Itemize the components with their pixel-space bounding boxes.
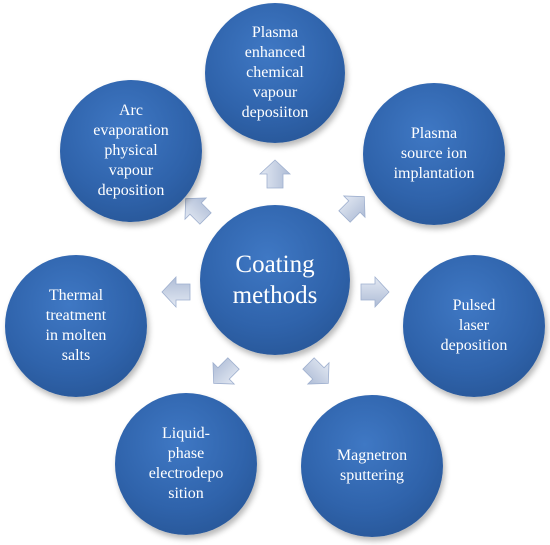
node-magnetron-label: Magnetron sputtering — [336, 447, 408, 484]
node-liquid-label: Liquid- phase electrodepo sition — [148, 425, 224, 502]
node-thermal-label: Thermal treatment in molten salts — [45, 287, 107, 364]
node-psii: Plasma source ion implantation — [363, 83, 505, 225]
center-node: Coating methods — [200, 205, 350, 355]
node-psii-label: Plasma source ion implantation — [393, 125, 475, 182]
node-pecvd: Plasma enhanced chemical vapour deposiit… — [205, 3, 345, 143]
node-liquid: Liquid- phase electrodepo sition — [115, 393, 257, 535]
arrow-to-pecvd — [258, 159, 292, 189]
node-arc: Arc evaporation physical vapour depositi… — [60, 80, 202, 222]
node-thermal: Thermal treatment in molten salts — [5, 255, 147, 397]
arrow-to-pld — [360, 275, 390, 309]
arrow-to-psii — [338, 195, 366, 223]
node-arc-label: Arc evaporation physical vapour depositi… — [93, 102, 169, 199]
node-magnetron: Magnetron sputtering — [301, 395, 443, 537]
arrow-to-arc — [184, 197, 212, 225]
arrow-to-magnetron — [302, 357, 330, 385]
arrow-to-thermal — [161, 275, 191, 309]
arrow-to-liquid — [212, 357, 240, 385]
node-pecvd-label: Plasma enhanced chemical vapour deposiit… — [241, 24, 309, 121]
center-node-label: Coating methods — [232, 251, 318, 309]
node-pld: Pulsed laser deposition — [403, 255, 545, 397]
node-pld-label: Pulsed laser deposition — [440, 297, 508, 354]
